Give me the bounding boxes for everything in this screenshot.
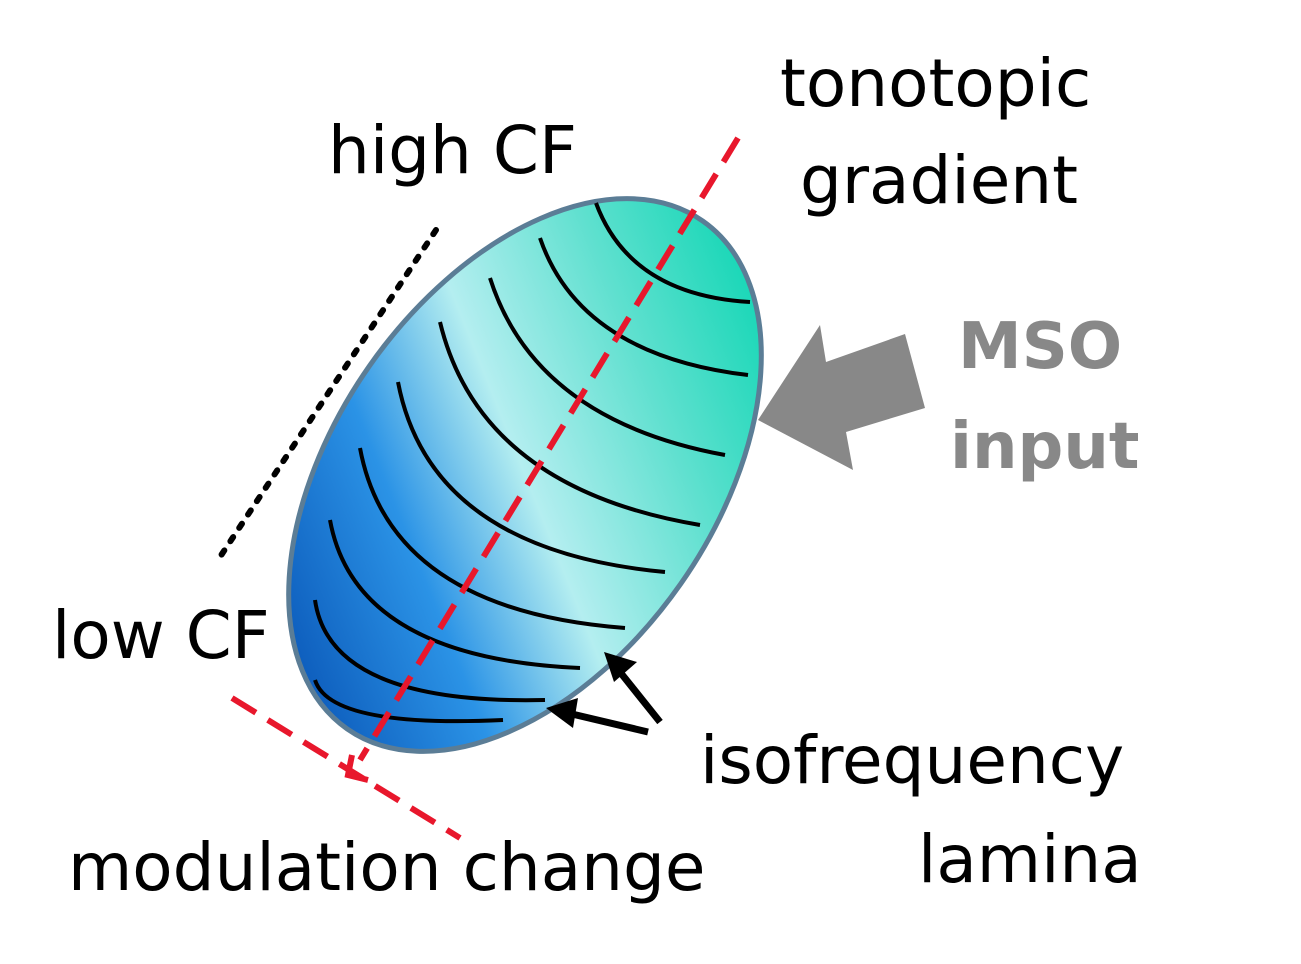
mso-label-line2: input: [950, 410, 1139, 484]
lamina-line: [488, 277, 726, 457]
cf-range-dotted-line: [215, 227, 439, 563]
pointer-arrow-upper: [617, 669, 663, 725]
tonotopic-label-line2: gradient: [800, 142, 1078, 219]
low-cf-label: low CF: [52, 597, 270, 674]
tonotopic-axis-line: [357, 136, 741, 762]
lamina-line: [594, 202, 751, 304]
lamina-line: [313, 599, 546, 703]
isofrequency-pointer-arrows: [546, 652, 663, 736]
pointer-arrowhead-lower: [546, 698, 578, 728]
modulation-axis-line: [230, 695, 462, 841]
mso-label-line1: MSO: [958, 310, 1122, 384]
isofrequency-label-line1: isofrequency: [700, 722, 1124, 799]
isofrequency-label-line2: lamina: [918, 821, 1142, 898]
tonotopic-label-line1: tonotopic: [780, 45, 1091, 122]
lamina-line: [438, 321, 701, 527]
high-cf-label: high CF: [328, 112, 577, 189]
isofrequency-laminae: [313, 202, 751, 724]
lamina-line: [396, 381, 666, 574]
right-angle-marker: [344, 754, 369, 783]
modulation-change-label: modulation change: [68, 829, 705, 906]
lamina-line: [358, 447, 626, 630]
lamina-line: [328, 519, 581, 670]
lamina-line: [313, 679, 504, 724]
mso-input-arrow: [758, 325, 925, 470]
pointer-arrow-lower: [571, 710, 649, 736]
colliculus-body: [286, 196, 764, 754]
lamina-line: [538, 237, 749, 377]
pointer-arrowhead-upper: [604, 652, 637, 682]
